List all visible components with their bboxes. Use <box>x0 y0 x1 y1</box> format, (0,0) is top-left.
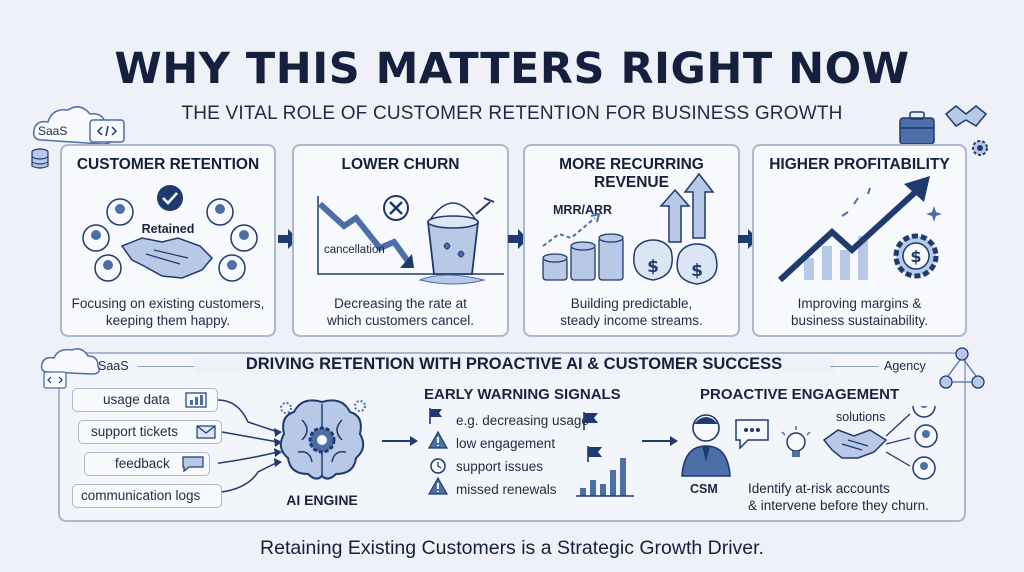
agency-tag: Agency <box>884 359 926 373</box>
input-connectors <box>218 399 282 493</box>
avatar <box>912 406 936 418</box>
input-communication-logs: communication logs <box>72 484 222 508</box>
up-trend-arrow-icon <box>777 183 925 283</box>
section-title: DRIVING RETENTION WITH PROACTIVE AI & CU… <box>194 355 834 374</box>
input-usage-data: usage data <box>72 388 218 412</box>
database-icon <box>31 148 49 169</box>
business-decoration <box>892 96 1002 164</box>
csm-label: CSM <box>690 482 718 496</box>
svg-text:$: $ <box>691 261 703 281</box>
up-arrow-icon <box>659 172 715 243</box>
input-label: feedback <box>115 456 170 471</box>
profitability-illustration: $ <box>777 176 942 283</box>
cancellation-label: cancellation <box>324 244 385 256</box>
card-recurring-revenue: MORE RECURRING REVENUE $ $ MRR/ARR Build… <box>523 144 740 337</box>
input-label: communication logs <box>81 488 201 503</box>
revenue-illustration: $ $ <box>542 172 718 285</box>
card-title: CUSTOMER RETENTION <box>76 156 260 173</box>
bar-chart-icon <box>804 236 868 280</box>
signal-icons <box>427 408 449 495</box>
signal-item: e.g. decreasing usage <box>456 413 589 428</box>
chat-bubble-icon <box>735 419 769 450</box>
input-feedback: feedback <box>84 452 210 476</box>
lightbulb-icon <box>781 426 811 457</box>
card-description: Building predictable, steady income stre… <box>560 296 703 328</box>
card-higher-profitability: HIGHER PROFITABILITY $ Improving margins… <box>752 144 967 337</box>
ai-engine-label: AI ENGINE <box>286 492 358 508</box>
card-customer-retention: CUSTOMER RETENTION Retained Focusing on … <box>60 144 276 337</box>
chat-bubble-icon <box>182 456 204 473</box>
signal-item: low engagement <box>456 436 556 451</box>
gear-icon <box>972 140 988 156</box>
svg-text:$: $ <box>647 257 659 277</box>
saas-label: SaaS <box>38 124 68 138</box>
gear-dollar-icon: $ <box>893 233 939 279</box>
leaking-bucket-icon <box>418 197 495 285</box>
saas-tag: SaaS <box>98 359 129 373</box>
signal-item: missed renewals <box>456 482 557 497</box>
engagement-title: PROACTIVE ENGAGEMENT <box>700 386 900 403</box>
card-description: Focusing on existing customers, keeping … <box>71 296 265 328</box>
churn-illustration <box>317 195 504 285</box>
briefcase-icon <box>899 111 935 145</box>
card-lower-churn: LOWER CHURN cancellation Decreasing the … <box>292 144 509 337</box>
declining-chart-icon <box>576 412 634 497</box>
card-title: MORE RECURRING REVENUE <box>559 156 704 191</box>
saas-cloud-decoration: SaaS <box>28 92 138 172</box>
engagement-description: Identify at-risk accounts & intervene be… <box>748 481 929 513</box>
cloud-icon <box>40 348 100 389</box>
input-label: support tickets <box>91 424 179 439</box>
page-title: WHY THIS MATTERS RIGHT NOW <box>114 44 910 94</box>
warning-icon <box>427 430 449 449</box>
brain-icon <box>279 399 366 480</box>
network-icon <box>938 346 988 392</box>
signal-item: support issues <box>456 459 544 474</box>
footer-tagline: Retaining Existing Customers is a Strate… <box>260 537 764 559</box>
flag-icon <box>429 408 442 424</box>
arrow-icon <box>382 436 418 446</box>
clock-icon <box>430 458 446 474</box>
handshake-icon <box>822 429 888 459</box>
divider <box>830 366 878 367</box>
handshake-icon <box>944 105 988 127</box>
bar-chart-icon <box>185 392 207 408</box>
engagement-illustration <box>681 406 938 480</box>
money-bag-icon: $ $ <box>633 239 718 285</box>
page-subtitle: THE VITAL ROLE OF CUSTOMER RETENTION FOR… <box>181 103 843 124</box>
arrow-icon <box>642 436 678 446</box>
retained-label: Retained <box>141 222 195 236</box>
card-description: Decreasing the rate at which customers c… <box>326 296 475 328</box>
warning-icon <box>427 476 449 495</box>
csm-avatar-icon <box>681 414 731 477</box>
card-title: LOWER CHURN <box>341 156 460 173</box>
cloud-icon <box>31 106 125 169</box>
gear-icon <box>354 400 366 412</box>
mrr-arr-label: MRR/ARR <box>553 203 613 217</box>
input-support-tickets: support tickets <box>78 420 222 444</box>
divider <box>138 366 198 367</box>
svg-text:$: $ <box>910 247 921 266</box>
down-trend-arrow-icon <box>317 201 413 266</box>
handshake-icon <box>120 237 214 279</box>
solutions-label: solutions <box>836 410 886 424</box>
card-description: Improving margins & business sustainabil… <box>790 296 929 328</box>
coin-stacks-icon <box>542 233 624 281</box>
saas-cloud-decoration <box>38 344 128 392</box>
check-icon <box>157 185 183 211</box>
signals-title: EARLY WARNING SIGNALS <box>424 386 621 403</box>
card-title: HIGHER PROFITABILITY <box>769 156 950 173</box>
ticket-icon <box>196 425 216 439</box>
retention-illustration <box>82 185 258 282</box>
input-label: usage data <box>103 392 170 407</box>
gear-icon <box>280 402 292 414</box>
ai-engine <box>272 390 372 490</box>
